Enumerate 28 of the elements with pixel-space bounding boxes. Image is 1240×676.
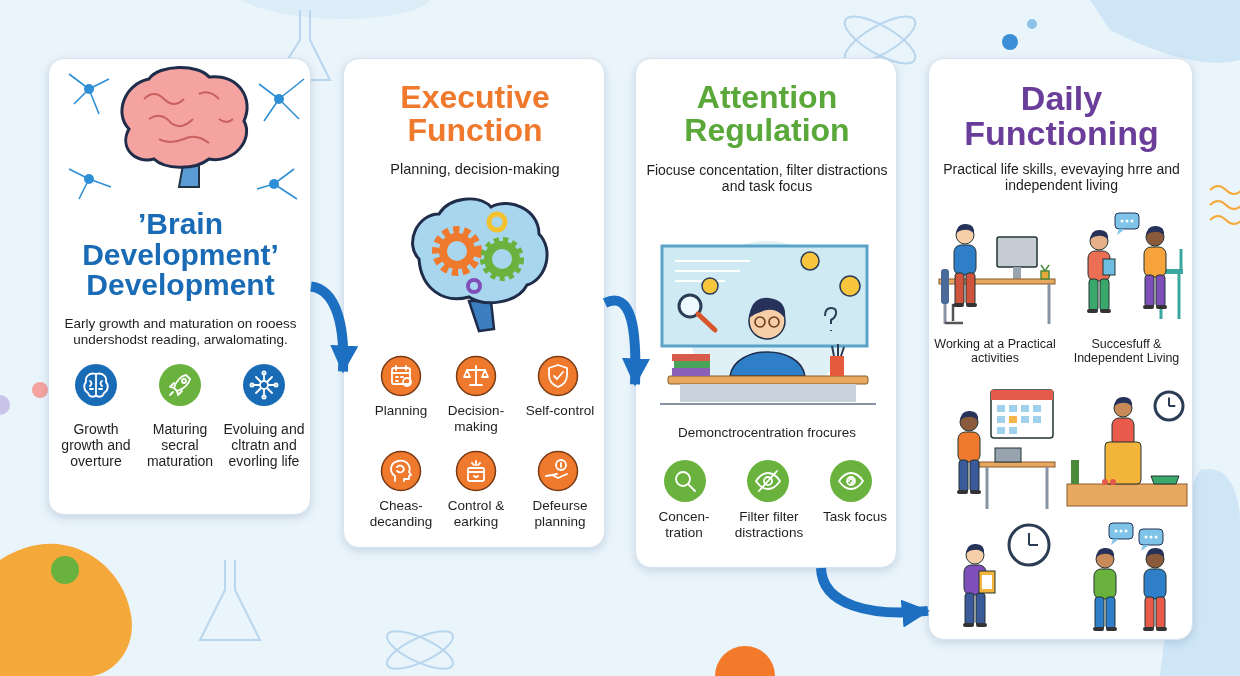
item-label: Filter filter distractions xyxy=(733,509,805,541)
card-description: Early growth and maturation on rooess undershodst reading, arwalomating. xyxy=(63,316,298,348)
process-card xyxy=(343,58,605,548)
item-label: Decision-making xyxy=(446,403,506,435)
item-label: Growth growth and overture xyxy=(60,421,132,470)
card-heading: Executive Function xyxy=(399,81,551,147)
process-card xyxy=(635,58,897,568)
item-label: Cheas-decanding xyxy=(368,498,434,530)
item-label: Self-control xyxy=(524,403,596,419)
process-card xyxy=(48,58,311,515)
item-label: Task focus xyxy=(822,509,888,525)
item-label: Concen-tration xyxy=(657,509,711,541)
card-heading: ’Brain Development’ Development xyxy=(81,209,280,301)
item-label: Maturing secral maturation xyxy=(145,421,215,470)
item-label: Evoluing and cltratn and evorling life xyxy=(222,421,306,470)
flow-arrow xyxy=(603,295,650,387)
item-label: Defeurse planning xyxy=(531,498,589,530)
card-description: Planning, decision-making xyxy=(389,161,561,178)
card-heading: Daily Functioning xyxy=(963,81,1160,151)
item-label: Planning xyxy=(373,403,429,419)
card-heading: Attention Regulation xyxy=(683,81,851,147)
item-label: Succesfuff & Independent Living xyxy=(1072,337,1181,366)
item-label: Control & earking xyxy=(446,498,506,530)
card-description: Demonctrocentration frocures xyxy=(677,425,857,441)
item-label: Working at a Practical activities xyxy=(933,337,1057,366)
card-description: Practical life skills, evevaying hrre and independent living xyxy=(942,161,1181,194)
process-card xyxy=(928,58,1193,640)
card-description: Fiocuse concentation, filter distractions and task focus xyxy=(645,162,889,195)
